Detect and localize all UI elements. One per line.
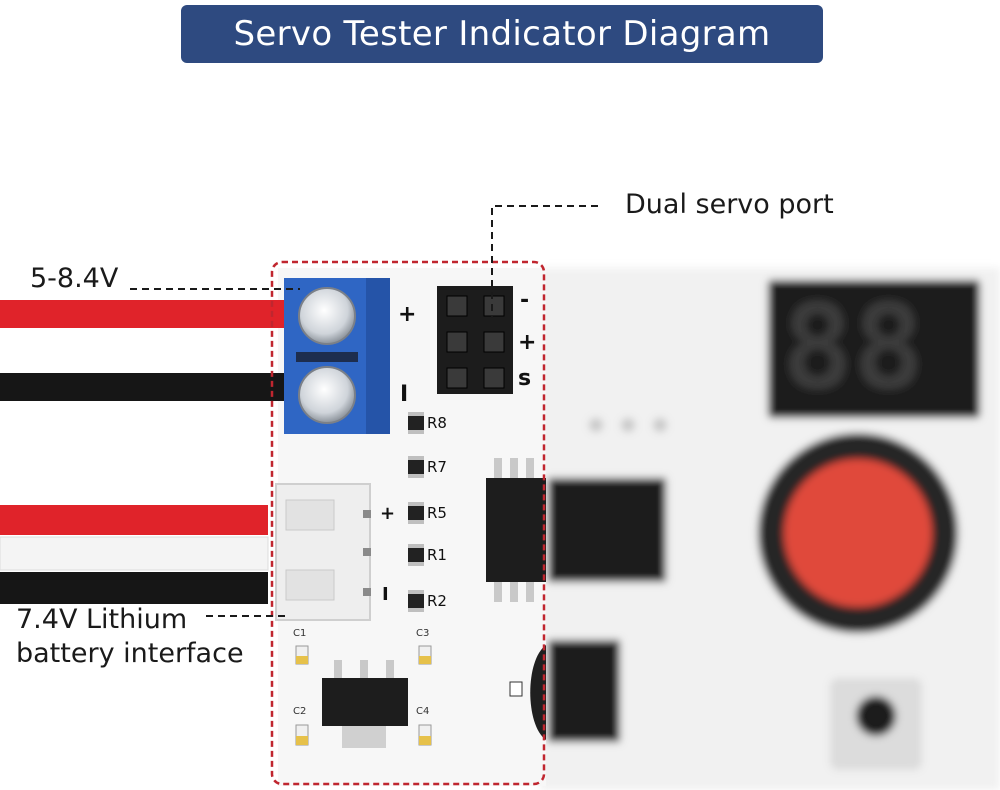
label-c3: C3 bbox=[416, 628, 430, 639]
resistor-r1 bbox=[408, 544, 424, 566]
main-chip bbox=[486, 478, 546, 582]
knob bbox=[784, 459, 932, 607]
battery-callout: 7.4V Lithium battery interface bbox=[16, 603, 244, 671]
wire-white-battery bbox=[0, 536, 269, 571]
terminal-minus-mark: I bbox=[400, 382, 409, 407]
label-r2: R2 bbox=[427, 592, 447, 610]
label-c2: C2 bbox=[293, 706, 307, 717]
resistor-r8 bbox=[408, 412, 424, 434]
chip-pins bbox=[494, 458, 534, 602]
label-c1: C1 bbox=[293, 628, 307, 639]
label-r8: R8 bbox=[427, 414, 447, 432]
servo-port-callout: Dual servo port bbox=[625, 189, 834, 220]
screw-bottom bbox=[298, 366, 356, 424]
terminal-plus-mark: + bbox=[398, 302, 417, 327]
battery-minus-mark: I bbox=[382, 584, 389, 605]
battery-plus-mark: + bbox=[380, 503, 396, 524]
wire-red-power bbox=[0, 300, 300, 328]
label-r5: R5 bbox=[427, 504, 447, 522]
leader-servo bbox=[491, 205, 598, 318]
label-r1: R1 bbox=[427, 546, 447, 564]
label-c4: C4 bbox=[416, 706, 430, 717]
page-title: Servo Tester Indicator Diagram bbox=[181, 5, 823, 63]
capacitors bbox=[295, 645, 432, 746]
battery-callout-line1: 7.4V Lithium bbox=[16, 604, 188, 635]
seven-segment-display bbox=[768, 280, 980, 418]
blurred-board-section: 88 bbox=[540, 268, 1000, 790]
resistor-r2 bbox=[408, 590, 424, 612]
resistor-r7 bbox=[408, 456, 424, 478]
servo-pin-plus: + bbox=[518, 330, 537, 355]
battery-callout-line2: battery interface bbox=[16, 638, 244, 669]
label-r7: R7 bbox=[427, 458, 447, 476]
wire-red-battery bbox=[0, 505, 268, 535]
voltage-callout: 5-8.4V bbox=[30, 263, 119, 294]
wire-black-power bbox=[0, 373, 300, 401]
screw-top bbox=[298, 287, 356, 345]
blurred-chip bbox=[548, 478, 666, 582]
servo-pin-signal: s bbox=[518, 366, 532, 391]
resistor-r5 bbox=[408, 502, 424, 524]
svg-text:88: 88 bbox=[782, 278, 924, 416]
wire-black-battery bbox=[0, 572, 268, 604]
highlight-outline bbox=[270, 260, 546, 786]
voltage-regulator bbox=[322, 678, 408, 726]
servo-pin-minus: - bbox=[520, 288, 530, 313]
